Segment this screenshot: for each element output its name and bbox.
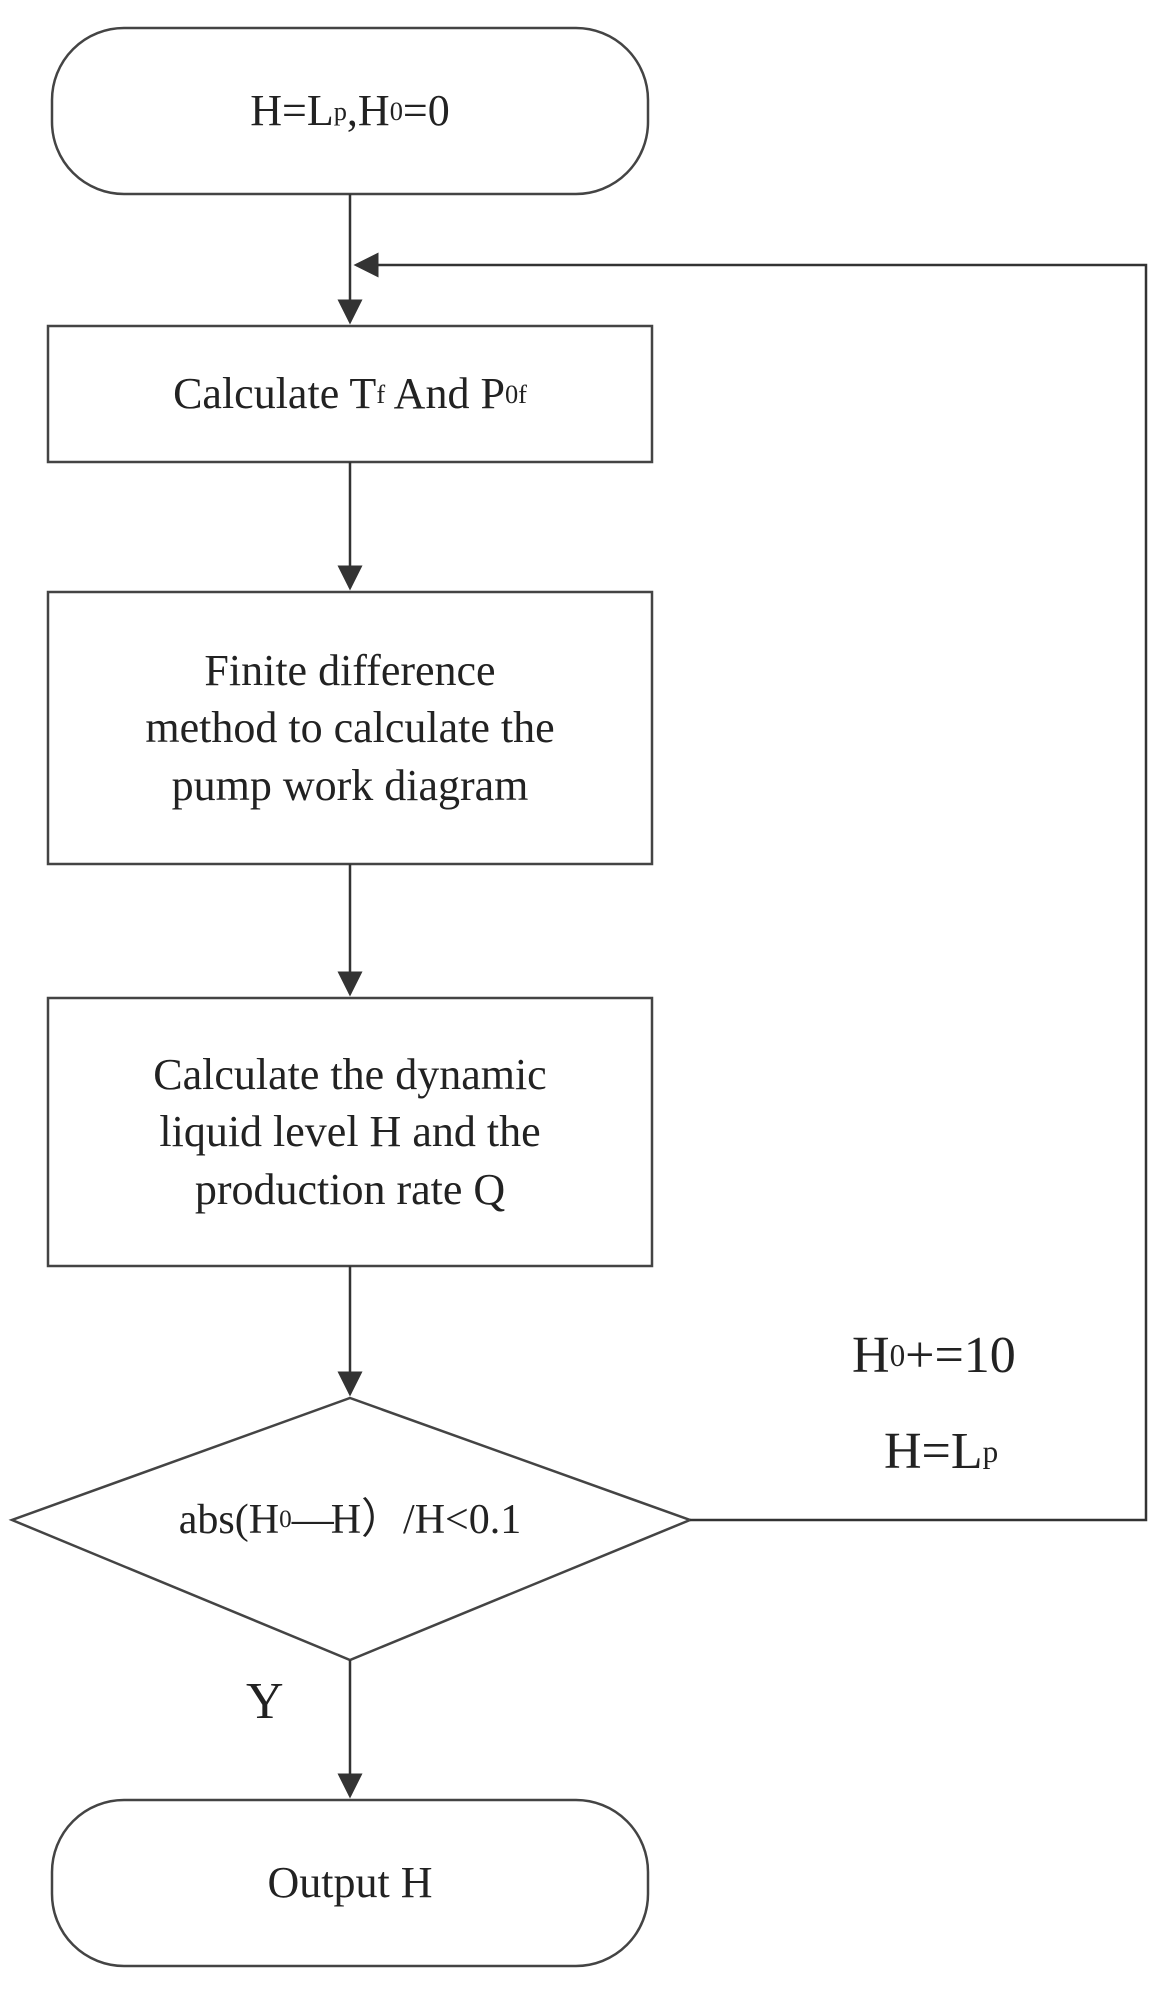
end-terminal	[50, 1798, 650, 1968]
loop-label1-sub: 0	[889, 1337, 906, 1373]
fdm-process-box	[46, 590, 654, 866]
loop-label2-main: H=L	[884, 1423, 983, 1481]
level-label-line3: production rate Q	[194, 1164, 506, 1214]
calc-tf-label-main: Calculate T	[173, 369, 377, 419]
loop-label1-tail: +=10	[905, 1327, 1016, 1385]
fdm-label-line1: Finite difference	[204, 646, 496, 696]
level-label-line1: Calculate the dynamic	[153, 1050, 547, 1100]
end-label: Output H	[267, 1858, 433, 1908]
level-process-box	[46, 996, 654, 1268]
fdm-label-line2: method to calculate the	[145, 703, 555, 753]
decision-label-sub: 0	[279, 1505, 292, 1533]
decision-label-post: H）/H<0.1	[330, 1496, 522, 1543]
start-label-main: H=L	[250, 86, 334, 136]
start-label-rest: ,H	[346, 86, 390, 136]
fdm-label: Finite difference method to calculate th…	[48, 592, 652, 864]
loop-label2-sub: p	[982, 1433, 999, 1469]
calc-tf-label-sub2: 0f	[504, 378, 527, 409]
edge-loop-back	[353, 252, 1148, 1522]
calc-tf-label-mid: And P	[385, 369, 505, 419]
level-label-line2: liquid level H and the	[159, 1107, 541, 1157]
decision-label-dash: —	[291, 1496, 334, 1543]
start-label-sub: p	[333, 95, 347, 126]
calc-tf-label-sub: f	[376, 378, 386, 409]
loop-label1-main: H	[852, 1327, 890, 1385]
level-label: Calculate the dynamic liquid level H and…	[48, 998, 652, 1266]
start-label-sub2: 0	[389, 95, 403, 126]
decision-label-pre: abs(H	[178, 1496, 280, 1543]
fdm-label-line3: pump work diagram	[171, 760, 529, 810]
calc-tf-process-box	[46, 324, 654, 464]
yes-edge-label: Y	[246, 1673, 284, 1731]
start-label-tail: =0	[402, 86, 450, 136]
